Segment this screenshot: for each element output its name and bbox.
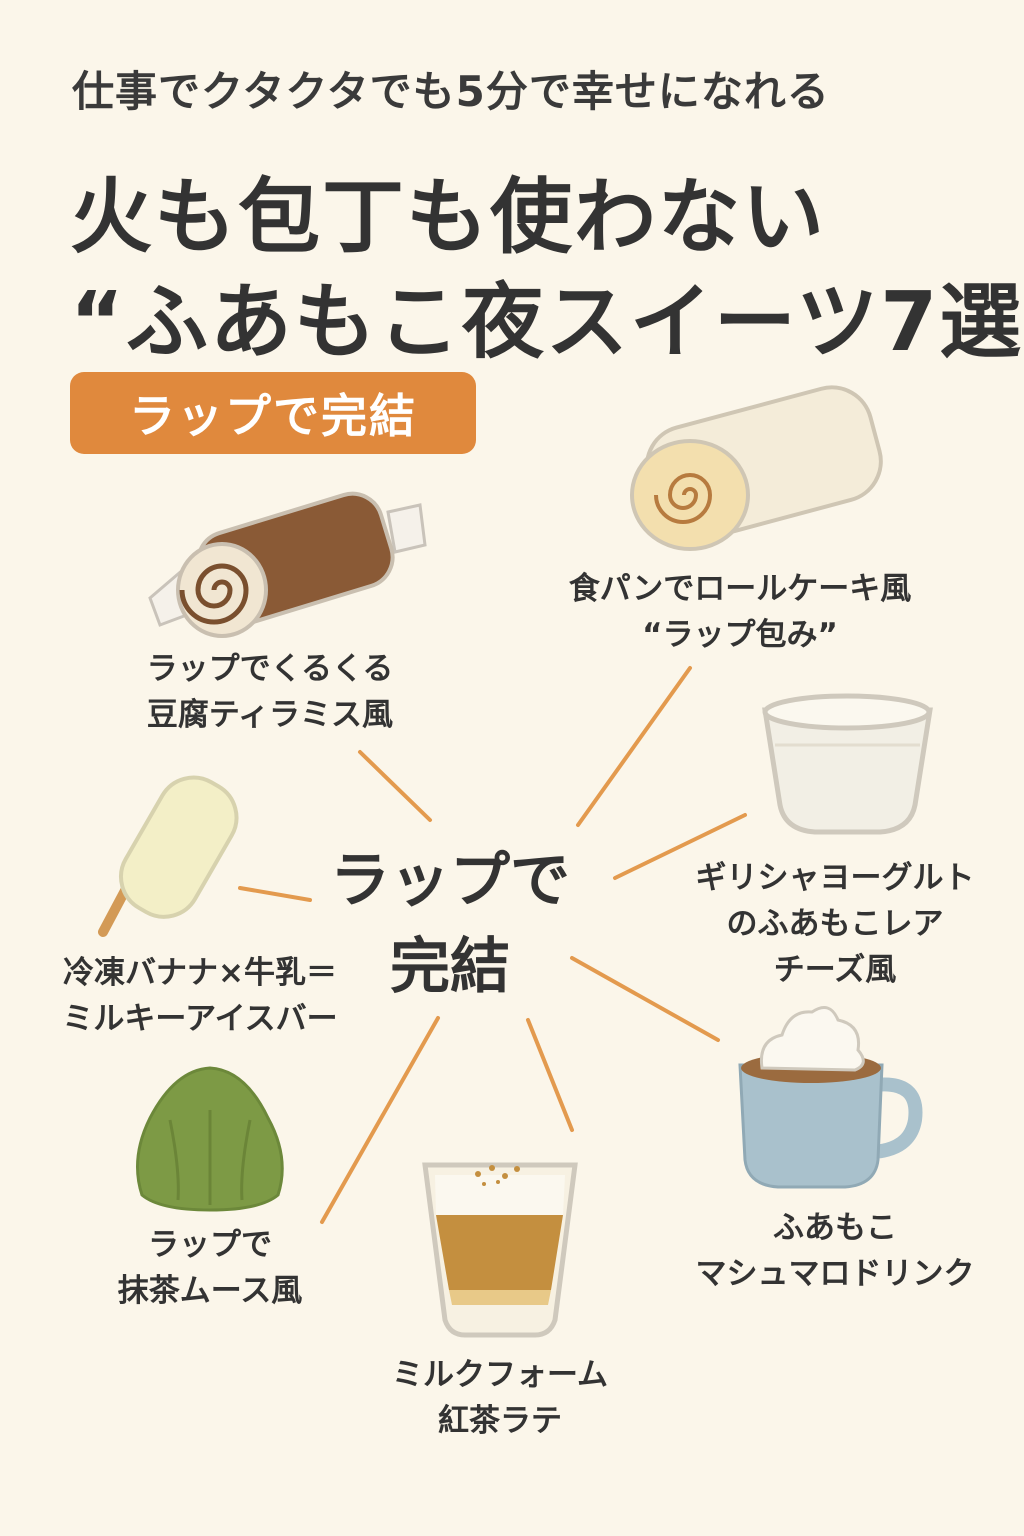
tofu-tiramisu-roll-icon (148, 491, 427, 638)
item-label-line: “ラップ包み” (642, 617, 838, 653)
hub-line-2: 完結 (390, 932, 510, 1002)
item-label-line: ギリシャヨーグルト (695, 860, 975, 896)
item-label-line: ミルクフォーム (391, 1357, 609, 1393)
item-label-line: ミルキーアイスバー (62, 1001, 338, 1037)
bread-roll-cake-icon (630, 385, 883, 551)
title-line-1: 火も包丁も使わない (70, 170, 827, 265)
item-label-matcha: ラップで 抹茶ムース風 (80, 1222, 340, 1314)
title-line-2: “ふあもこ夜スイーツ7選 (70, 275, 1024, 370)
item-label-line: ラップでくるくる (146, 651, 394, 687)
connector-yogurt (613, 813, 747, 880)
yogurt-cup-icon (762, 693, 933, 835)
item-label-line: 抹茶ムース風 (117, 1273, 303, 1309)
ice-bar-icon (98, 775, 239, 937)
connector-latte (526, 1018, 574, 1132)
connector-roll-cake (576, 666, 692, 827)
item-label-line: 紅茶ラテ (438, 1403, 562, 1439)
connector-ice-bar (238, 886, 312, 902)
item-label-latte: ミルクフォーム 紅茶ラテ (350, 1352, 650, 1444)
item-label-line: ふあもこ (773, 1210, 897, 1246)
item-label-line: マシュマロドリンク (695, 1256, 975, 1292)
connector-drink (570, 956, 720, 1042)
connectors (238, 666, 747, 1224)
matcha-mousse-icon (136, 1066, 284, 1212)
item-label-line: のふあもこレア (726, 906, 944, 942)
hub-line-1: ラップで (330, 846, 570, 916)
item-label-ice-bar: 冷凍バナナ×牛乳＝ ミルキーアイスバー (30, 950, 370, 1042)
tea-latte-glass-icon (422, 1162, 578, 1338)
marshmallow-drink-mug-icon (738, 1006, 923, 1189)
item-label-line: 食パンでロールケーキ風 (568, 571, 912, 607)
item-label-line: 豆腐ティラミス風 (146, 697, 394, 733)
connector-tiramisu (358, 750, 432, 822)
item-label-yogurt: ギリシャヨーグルト のふあもこレア チーズ風 (680, 855, 990, 993)
connector-matcha (320, 1016, 440, 1224)
item-label-line: ラップで (148, 1227, 272, 1263)
item-label-line: 冷凍バナナ×牛乳＝ (63, 955, 337, 991)
cinnamon-sprinkle (475, 1165, 520, 1186)
subtitle: 仕事でクタクタでも5分で幸せになれる (72, 67, 830, 116)
item-label-drink: ふあもこ マシュマロドリンク (680, 1205, 990, 1297)
item-label-line: チーズ風 (773, 952, 897, 988)
category-tag: ラップで完結 (70, 372, 476, 454)
hub-label: ラップで 完結 (300, 838, 600, 1010)
item-label-tiramisu: ラップでくるくる 豆腐ティラミス風 (110, 646, 430, 738)
item-label-roll-cake: 食パンでロールケーキ風 “ラップ包み” (530, 566, 950, 658)
